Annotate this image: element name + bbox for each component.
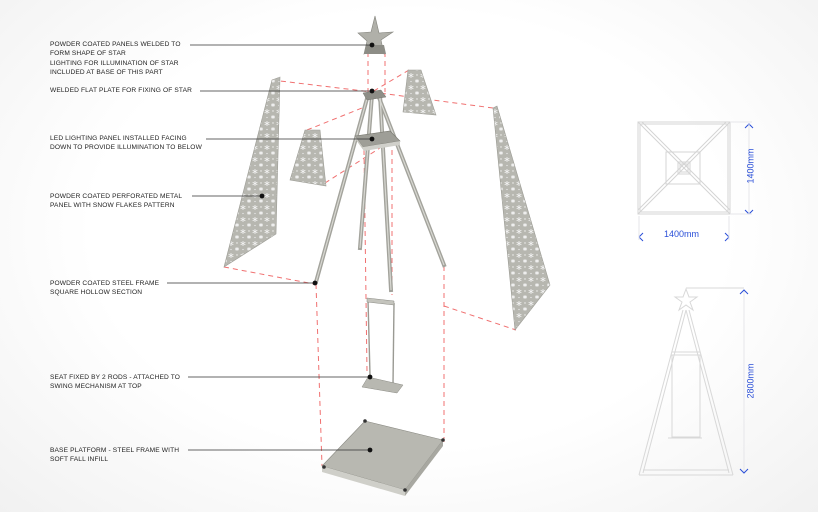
callout-led-panel: LED LIGHTING PANEL INSTALLED FACING DOWN… [50,134,202,153]
callout-line: SOFT FALL INFILL [50,456,109,464]
callout-line: POWDER COATED STEEL FRAME [50,280,160,287]
callout-line: DOWN TO PROVIDE ILLUMINATION TO BELOW [50,144,202,152]
back-left-perforated-panel [289,129,327,187]
callout-line: PANEL WITH SNOW FLAKES PATTERN [50,202,175,210]
callout-line: FORM SHAPE OF STAR [50,50,126,58]
callout-line: SEAT FIXED BY 2 RODS - ATTACHED TO [50,374,181,381]
right-perforated-panel [492,105,551,331]
callout-line: WELDED FLAT PLATE FOR FIXING OF STAR [50,87,193,94]
elevation-view [638,287,744,476]
callout-line: POWDER COATED PANELS WELDED TO [50,41,181,48]
plan-depth-dimension: 1400mm [745,148,756,184]
callout-line: LED LIGHTING PANEL INSTALLED FACING [50,135,187,142]
callout-line: INCLUDED AT BASE OF THIS PART [50,69,163,77]
left-perforated-panel [223,76,281,268]
steel-frame [313,92,447,293]
plan-view [637,121,731,215]
swing-seat [361,297,404,394]
star-topper [357,15,395,55]
callout-base-platform: BASE PLATFORM - STEEL FRAME WITH SOFT FA… [50,446,179,465]
leader-lines [167,44,372,451]
top-right-perforated-panel [402,69,437,116]
star-fixing-plate [362,89,387,101]
elevation-height-dimension: 2800mm [745,363,756,399]
callout-line: SQUARE HOLLOW SECTION [50,289,143,297]
callout-line: LIGHTING FOR ILLUMINATION OF STAR [50,59,179,67]
elevation-dimension-arrows [739,289,749,474]
callout-line: BASE PLATFORM - STEEL FRAME WITH [50,447,180,454]
plan-dimension-lines [638,123,754,242]
callout-seat: SEAT FIXED BY 2 RODS - ATTACHED TO SWING… [50,373,180,392]
callout-line: POWDER COATED PERFORATED METAL [50,193,183,200]
callout-perforated-panel: POWDER COATED PERFORATED METAL PANEL WIT… [50,192,182,211]
leader-dots [259,42,375,453]
callout-star-plate: WELDED FLAT PLATE FOR FIXING OF STAR [50,86,192,95]
callout-steel-frame: POWDER COATED STEEL FRAME SQUARE HOLLOW … [50,279,159,298]
base-platform [321,419,445,496]
callout-star-panels: POWDER COATED PANELS WELDED TO FORM SHAP… [50,40,181,78]
callout-line: SWING MECHANISM AT TOP [50,383,142,391]
plan-width-dimension: 1400mm [664,229,700,239]
